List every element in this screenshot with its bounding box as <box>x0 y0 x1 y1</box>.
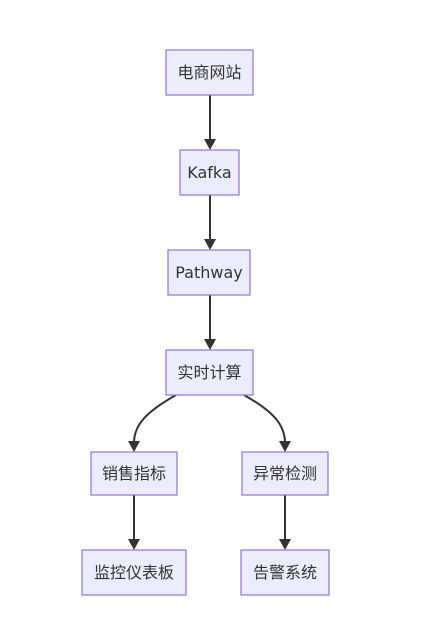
node-ecommerce[interactable]: 电商网站 <box>165 49 254 96</box>
edge-kafka-pathway <box>204 195 216 250</box>
node-label: 电商网站 <box>177 63 241 82</box>
node-pathway[interactable]: Pathway <box>167 249 251 296</box>
node-kafka[interactable]: Kafka <box>179 149 240 196</box>
node-label: 销售指标 <box>102 464 166 483</box>
edge-ecommerce-kafka <box>204 95 216 150</box>
node-label: 监控仪表板 <box>94 563 174 582</box>
node-anomaly[interactable]: 异常检测 <box>241 451 329 496</box>
node-realtime[interactable]: 实时计算 <box>165 349 254 396</box>
nodes: 电商网站 Kafka Pathway 实时计算 销售指标 异常检测 监控仪表板 <box>81 49 330 596</box>
node-label: 告警系统 <box>253 563 317 582</box>
node-dashboard[interactable]: 监控仪表板 <box>81 549 187 596</box>
node-label: 异常检测 <box>253 464 317 483</box>
edge-realtime-anomaly <box>243 394 291 452</box>
edge-anomaly-alert <box>279 495 291 550</box>
node-label: Pathway <box>175 263 243 282</box>
node-sales[interactable]: 销售指标 <box>90 451 178 496</box>
node-label: Kafka <box>187 163 231 182</box>
edges <box>128 95 291 550</box>
edge-sales-dashboard <box>128 495 140 550</box>
node-alert[interactable]: 告警系统 <box>240 549 330 596</box>
edge-pathway-realtime <box>204 295 216 350</box>
node-label: 实时计算 <box>177 363 241 382</box>
edge-realtime-sales <box>128 394 177 452</box>
